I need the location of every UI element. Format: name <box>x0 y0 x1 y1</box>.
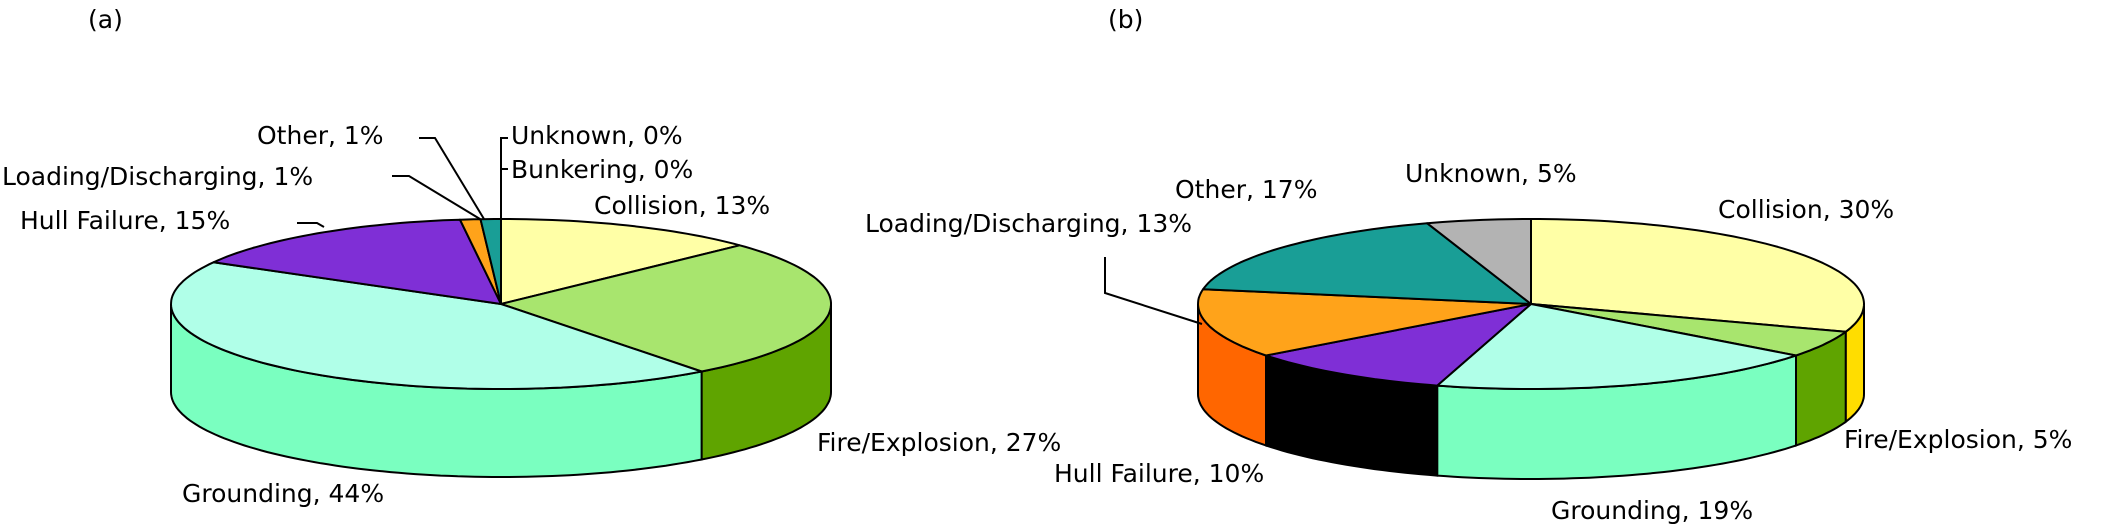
slice-label-hull-failure: Hull Failure, 10% <box>1054 459 1264 488</box>
leader-line <box>297 222 325 228</box>
slice-label-fire-explosion: Fire/Explosion, 27% <box>817 428 1061 457</box>
slice-label-other: Other, 1% <box>257 121 384 150</box>
slice-label-fire-explosion: Fire/Explosion, 5% <box>1844 425 2072 454</box>
pie-slice-collision <box>500 218 741 305</box>
panel-label-b: (b) <box>1108 5 1143 34</box>
pie-slice-other <box>479 218 502 305</box>
pie-slice-fire-explosion <box>1530 303 1847 357</box>
pie-slice-grounding <box>170 261 703 390</box>
slice-label-grounding: Grounding, 19% <box>1551 496 1753 525</box>
slice-label-other: Other, 17% <box>1175 175 1317 204</box>
leader-line <box>419 137 485 220</box>
pie-slice-grounding <box>1436 303 1797 390</box>
slice-label-loading-discharging: Loading/Discharging, 1% <box>2 162 313 191</box>
panel-label-a: (a) <box>88 5 123 34</box>
pie-chart-a: (a) Collision, 13% Fire/Explosion, 27% Gro… <box>2 5 1061 508</box>
pie-chart-b: (b) Collision, 30% Fire/Explosion, 5% Grou… <box>865 5 2072 525</box>
slice-label-unknown: Unknown, 0% <box>511 121 683 150</box>
pie-slice-other <box>1202 222 1532 305</box>
slice-label-hull-failure: Hull Failure, 15% <box>20 206 230 235</box>
slice-label-collision: Collision, 13% <box>594 191 770 220</box>
pie-slice-loading-discharging <box>1197 288 1532 357</box>
pie-slice-hull-failure <box>212 218 502 305</box>
pie-slice-hull-failure <box>1265 303 1532 387</box>
slice-label-unknown: Unknown, 5% <box>1405 159 1577 188</box>
slice-label-grounding: Grounding, 44% <box>182 479 384 508</box>
leader-line <box>392 175 481 220</box>
slice-label-loading-discharging: Loading/Discharging, 13% <box>865 209 1192 238</box>
slice-label-collision: Collision, 30% <box>1718 195 1894 224</box>
leader-line <box>1104 257 1203 325</box>
pie-slice-unknown <box>1426 218 1532 305</box>
pie-slice-collision <box>1530 218 1865 333</box>
leader-line <box>500 137 508 219</box>
slice-label-bunkering: Bunkering, 0% <box>511 155 693 184</box>
pie-slice-fire-explosion <box>500 244 832 373</box>
